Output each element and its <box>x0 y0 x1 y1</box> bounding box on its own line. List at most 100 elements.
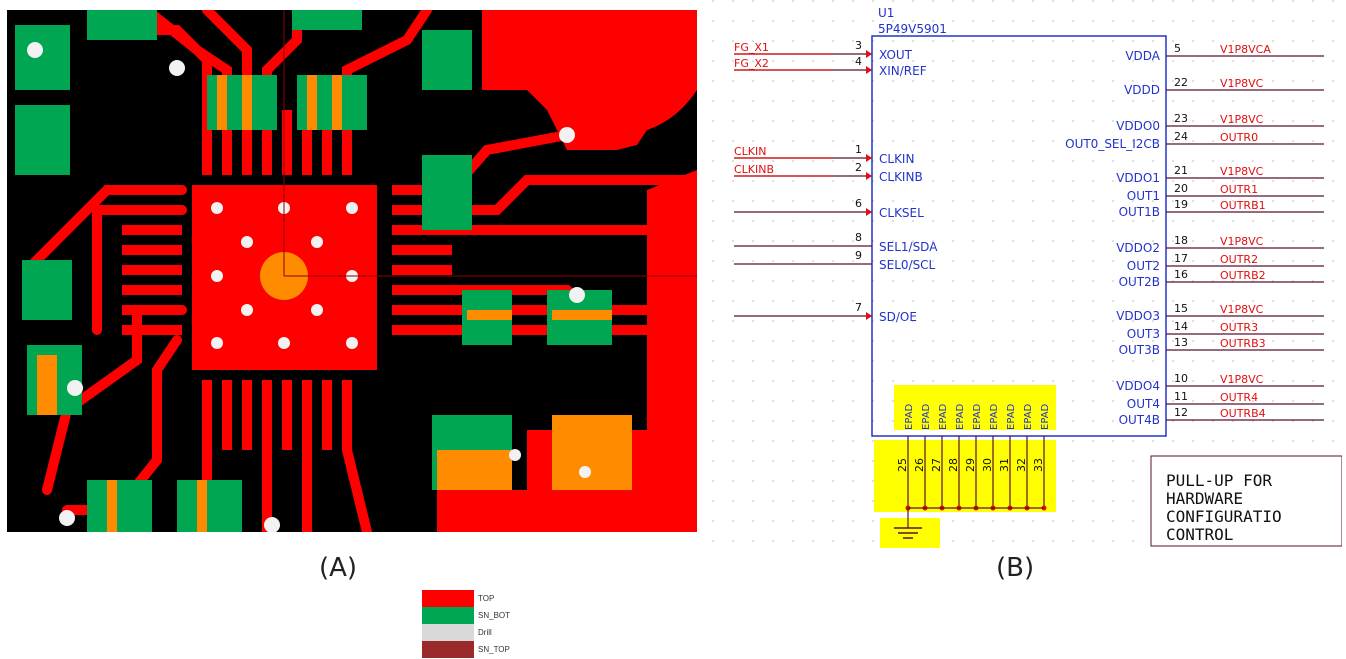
right-net-label: OUTR4 <box>1220 391 1258 404</box>
note-line: HARDWARE <box>1166 489 1243 508</box>
legend-label: SN_TOP <box>478 645 510 654</box>
panel-a-label: (A) <box>319 553 358 583</box>
right-pin-name: OUT0_SEL_I2CB <box>1065 137 1160 151</box>
epad-pin-group: EPAD25EPAD26EPAD27EPAD28EPAD29EPAD30EPAD… <box>896 403 1051 511</box>
note-line: CONFIGURATIO <box>1166 507 1282 526</box>
right-net-label: V1P8VC <box>1220 165 1264 178</box>
epad-name: EPAD <box>972 403 983 430</box>
epad-pin-number: 33 <box>1032 458 1045 472</box>
epad-name: EPAD <box>938 403 949 430</box>
right-pin-name: VDDD <box>1124 83 1160 97</box>
left-pin-number: 1 <box>855 143 862 156</box>
left-pin-name: SEL1/SDA <box>879 240 938 254</box>
right-pin-name: VDDA <box>1125 49 1160 63</box>
epad-pin-number: 27 <box>930 458 943 472</box>
note-box <box>1150 455 1342 547</box>
right-net-label: OUTRB3 <box>1220 337 1266 350</box>
epad-pins-highlight <box>874 440 1056 512</box>
right-pin-number: 12 <box>1174 406 1188 419</box>
left-pin-name: XIN/REF <box>879 64 927 78</box>
ic-part-number: 5P49V5901 <box>878 22 947 36</box>
right-pin-name: OUT1B <box>1119 205 1160 219</box>
right-pin-name: VDDO0 <box>1116 119 1160 133</box>
right-pin-number: 13 <box>1174 336 1188 349</box>
legend-item: SN_BOT <box>422 607 526 624</box>
legend-item: TOP <box>422 590 526 607</box>
legend-swatch <box>422 590 474 607</box>
right-pin-number: 23 <box>1174 112 1188 125</box>
right-pin-number: 17 <box>1174 252 1188 265</box>
right-net-label: OUTRB1 <box>1220 199 1266 212</box>
right-net-label: OUTR3 <box>1220 321 1258 334</box>
epad-highlight <box>894 385 1056 430</box>
legend-item: SN_TOP <box>422 641 526 658</box>
right-pin-number: 19 <box>1174 198 1188 211</box>
right-net-label: V1P8VCA <box>1220 43 1271 56</box>
left-net-label: FG_X1 <box>734 41 769 54</box>
right-net-label: V1P8VC <box>1220 113 1264 126</box>
left-pin-name: CLKSEL <box>879 206 924 220</box>
right-pin-number: 11 <box>1174 390 1188 403</box>
left-pin-number: 3 <box>855 39 862 52</box>
epad-pin-number: 30 <box>981 458 994 472</box>
right-pin-number: 10 <box>1174 372 1188 385</box>
pin-arrow <box>866 172 872 180</box>
legend-swatch <box>422 607 474 624</box>
right-pin-number: 22 <box>1174 76 1188 89</box>
epad-name: EPAD <box>1040 403 1051 430</box>
right-net-label: OUTRB2 <box>1220 269 1266 282</box>
right-net-label: V1P8VC <box>1220 303 1264 316</box>
legend-label: Drill <box>478 628 492 637</box>
epad-pin-number: 26 <box>913 458 926 472</box>
epad-name: EPAD <box>904 403 915 430</box>
right-pin-number: 24 <box>1174 130 1188 143</box>
legend-label: SN_BOT <box>478 611 511 620</box>
left-pin-number: 6 <box>855 197 862 210</box>
left-pin-group: 3XOUTFG_X14XIN/REFFG_X21CLKINCLKIN2CLKIN… <box>734 39 938 324</box>
ic-refdes: U1 <box>878 6 894 20</box>
right-pin-name: VDDO4 <box>1116 379 1160 393</box>
right-pin-name: VDDO2 <box>1116 241 1160 255</box>
epad-name: EPAD <box>1006 403 1017 430</box>
left-pin-number: 7 <box>855 301 862 314</box>
right-net-label: OUTR0 <box>1220 131 1258 144</box>
left-pin-name: SD/OE <box>879 310 917 324</box>
epad-name: EPAD <box>955 403 966 430</box>
right-pin-name: OUT4 <box>1127 397 1160 411</box>
epad-pin-number: 25 <box>896 458 909 472</box>
ic-body <box>871 35 1167 437</box>
left-pin-name: CLKIN <box>879 152 914 166</box>
pin-arrow <box>866 66 872 74</box>
left-pin-number: 2 <box>855 161 862 174</box>
left-pin-name: SEL0/SCL <box>879 258 936 272</box>
epad-name: EPAD <box>921 403 932 430</box>
left-pin-name: CLKINB <box>879 170 923 184</box>
epad-name: EPAD <box>989 403 1000 430</box>
right-pin-number: 14 <box>1174 320 1188 333</box>
right-net-label: V1P8VC <box>1220 77 1264 90</box>
right-pin-name: OUT3B <box>1119 343 1160 357</box>
left-net-label: FG_X2 <box>734 57 769 70</box>
note-line: PULL-UP FOR <box>1166 471 1272 490</box>
epad-pin-number: 28 <box>947 458 960 472</box>
right-pin-number: 16 <box>1174 268 1188 281</box>
note-line: CONTROL <box>1166 525 1233 544</box>
right-pin-name: OUT1 <box>1127 189 1160 203</box>
pin-arrow <box>866 154 872 162</box>
right-net-label: V1P8VC <box>1220 235 1264 248</box>
right-pin-number: 18 <box>1174 234 1188 247</box>
right-pin-number: 15 <box>1174 302 1188 315</box>
right-pin-name: OUT4B <box>1119 413 1160 427</box>
right-pin-number: 21 <box>1174 164 1188 177</box>
pcb-layout-view <box>7 10 697 532</box>
right-pin-name: OUT2 <box>1127 259 1160 273</box>
legend-label: TOP <box>478 594 495 603</box>
pin-arrow <box>866 50 872 58</box>
right-net-label: OUTRB4 <box>1220 407 1266 420</box>
pin-arrow <box>866 312 872 320</box>
right-net-label: OUTR1 <box>1220 183 1258 196</box>
epad-pin-number: 31 <box>998 458 1011 472</box>
